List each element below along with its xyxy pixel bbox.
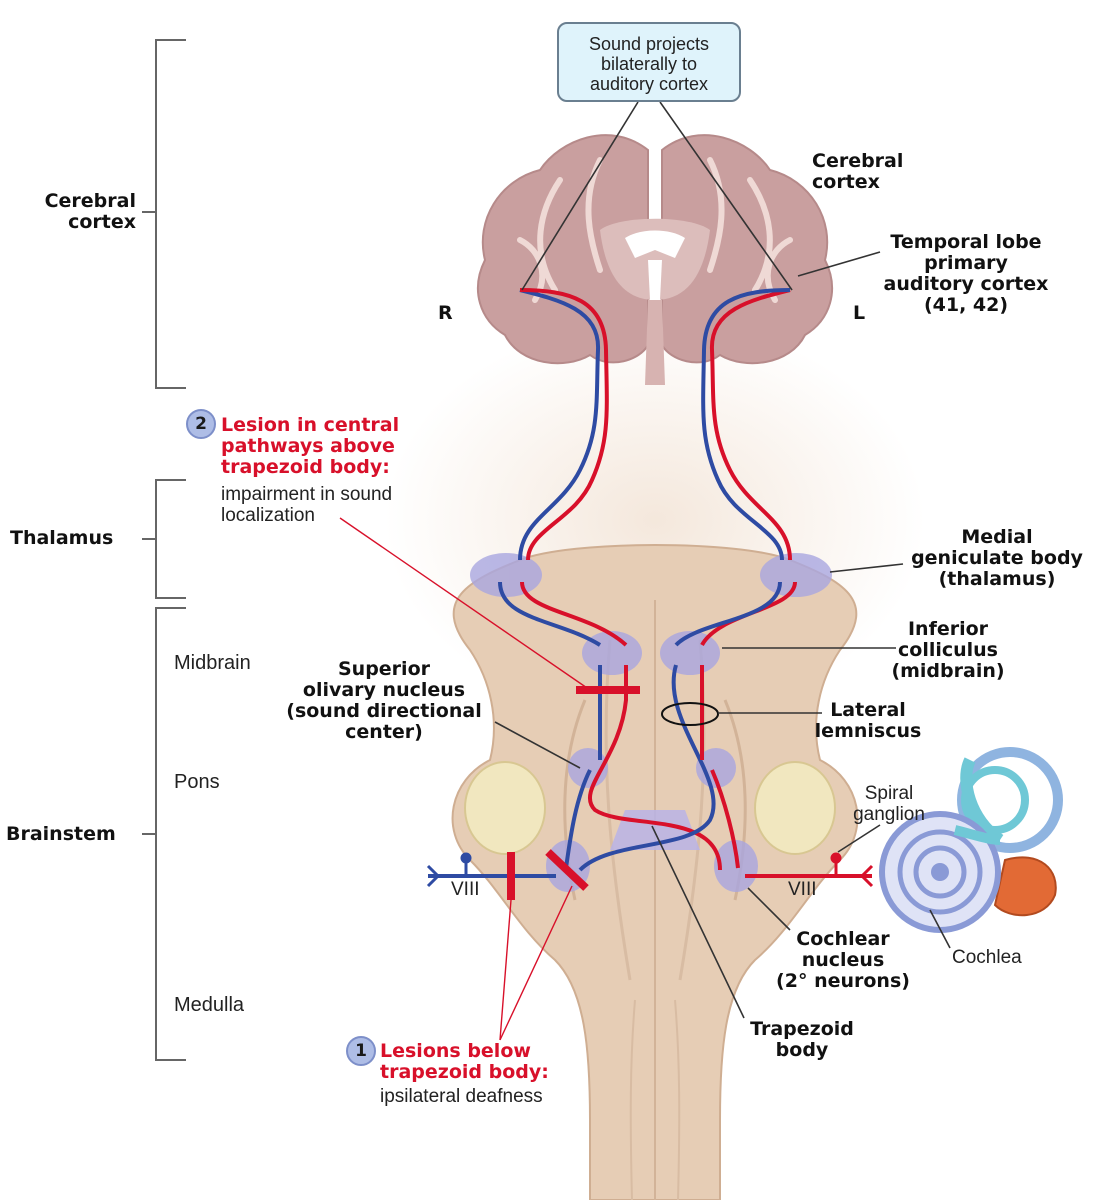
label-temporal-lobe: Temporal lobe primary auditory cortex (4…: [883, 231, 1049, 316]
lesion-1-badge: 1: [346, 1036, 376, 1066]
sound-projection-callout: Sound projects bilaterally to auditory c…: [557, 22, 741, 102]
level-label-thalamus: Thalamus: [10, 527, 114, 549]
nerve-terminals: [426, 852, 874, 888]
level-label-brainstem: Brainstem: [6, 823, 116, 845]
pathway-blue-crossing: [578, 664, 716, 872]
label-cochlea: Cochlea: [952, 947, 1022, 968]
pathway-red-left-upper: [709, 288, 792, 561]
lesion-1-bar-nucleus: [545, 849, 589, 891]
auditory-pathways: [428, 288, 872, 878]
label-superior-olivary-nucleus: Superior olivary nucleus (sound directio…: [286, 658, 482, 743]
label-trapezoid-body: Trapezoid body: [750, 1018, 854, 1061]
label-cochlear-nucleus: Cochlear nucleus (2° neurons): [776, 928, 910, 992]
level-label-cerebral-cortex: Cerebral cortex: [44, 190, 136, 233]
label-inferior-colliculus: Inferior colliculus (midbrain): [891, 618, 1005, 682]
left-inferior-colliculus-nucleus: [660, 631, 720, 675]
label-cerebral-cortex: Cerebral cortex: [812, 150, 904, 193]
lesion-leader-lines: [339, 517, 591, 1041]
left-peduncle: [464, 761, 546, 855]
bracket-thalamus: [155, 479, 186, 599]
bracket-cerebral-cortex: [155, 39, 186, 389]
lesion-2-badge: 2: [186, 409, 216, 439]
sublevel-label-pons: Pons: [174, 771, 220, 793]
pathway-blue-right-upper: [518, 288, 601, 561]
label-lateral-lemniscus: Lateral lemniscus: [814, 699, 922, 742]
lesion-2-title: Lesion in central pathways above trapezo…: [221, 414, 400, 478]
lesion-1-effect: ipsilateral deafness: [380, 1086, 543, 1107]
lesion-marks: [507, 686, 640, 900]
label-spiral-ganglion: Spiral ganglion: [853, 783, 925, 825]
right-medial-geniculate-nucleus: [470, 553, 542, 597]
leader-lines: [494, 101, 951, 1019]
left-medial-geniculate-nucleus: [760, 553, 832, 597]
level-brackets: [142, 39, 186, 1061]
pathway-red-right-upper: [519, 288, 609, 561]
sublevel-label-midbrain: Midbrain: [174, 652, 251, 674]
cochlea-artwork: [879, 747, 1063, 933]
pathway-red-crossing: [587, 665, 722, 871]
lateral-lemniscus-marker: [661, 702, 719, 726]
side-label-right: R: [438, 302, 453, 324]
lesion-2-effect: impairment in sound localization: [221, 484, 393, 526]
bracket-brainstem: [155, 607, 186, 1061]
right-inferior-colliculus-nucleus: [582, 631, 642, 675]
label-nerve-viii-right: VIII: [788, 879, 817, 900]
right-peduncle: [754, 761, 836, 855]
label-medial-geniculate-body: Medial geniculate body (thalamus): [911, 526, 1083, 590]
sublevel-label-medulla: Medulla: [174, 994, 245, 1016]
pathway-blue-left-upper: [701, 288, 791, 561]
brain-coronal-section: [476, 134, 834, 385]
lesion-1-title: Lesions below trapezoid body:: [380, 1040, 549, 1083]
brainstem-shape: [451, 544, 859, 1200]
label-nerve-viii-left: VIII: [451, 879, 480, 900]
side-label-left: L: [853, 302, 866, 324]
